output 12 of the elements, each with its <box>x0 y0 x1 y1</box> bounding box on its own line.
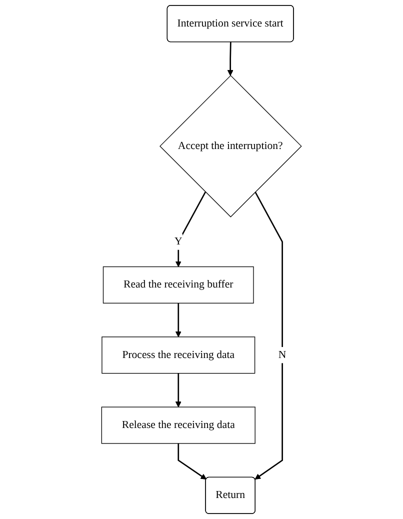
node-box: Process the receiving data <box>102 336 256 374</box>
arrow <box>178 443 207 480</box>
edge-label: Y <box>174 236 182 248</box>
arrow <box>227 42 234 76</box>
node-diamond: Accept the interruption? <box>160 75 302 218</box>
node-box: Release the receiving data <box>101 406 256 444</box>
arrow <box>254 192 283 480</box>
edge-label: N <box>278 349 286 360</box>
arrow <box>175 303 182 338</box>
arrow <box>175 373 182 408</box>
node-box: Read the receiving buffer <box>102 266 254 304</box>
arrow <box>175 192 206 268</box>
